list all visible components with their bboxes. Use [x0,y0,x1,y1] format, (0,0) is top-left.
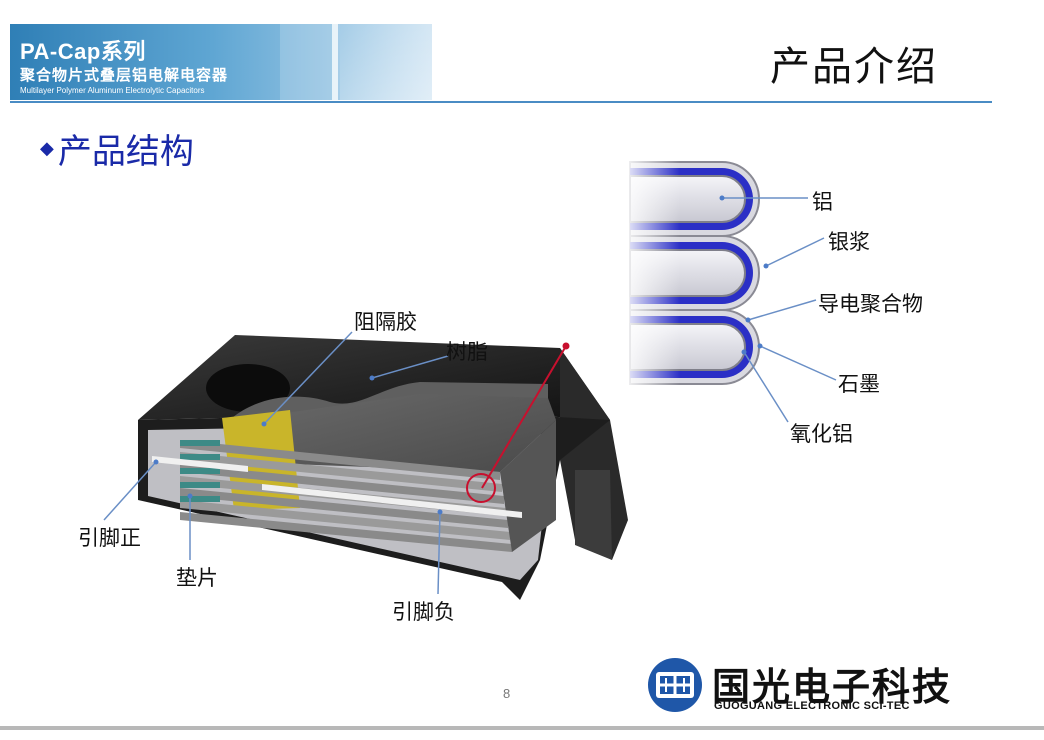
highlight-circle [466,473,496,503]
section-title: ◆ 产品结构 [40,124,194,173]
label-aluminum: 铝 [812,190,833,214]
pointer-dot [562,342,570,350]
company-logo-icon [648,658,702,712]
banner-product-name-en: Multilayer Polymer Aluminum Electrolytic… [20,86,205,95]
banner-decoration-line [332,24,338,100]
pointer-line [481,345,567,489]
stacked-layers [180,420,556,552]
diamond-bullet-icon: ◆ [40,138,54,159]
label-conductive-polymer: 导电聚合物 [818,292,923,316]
label-graphite: 石墨 [838,372,880,396]
footer-divider [0,726,1044,730]
section-title-text: 产品结构 [57,132,194,172]
stack-top [236,394,556,472]
label-resin: 树脂 [446,340,488,364]
banner-decoration [280,24,340,100]
cross-section-leader-lines [722,197,837,423]
lead-negative-wire [262,484,522,518]
lead-positive-wire [152,456,248,472]
label-lead-negative: 引脚负 [392,600,455,624]
body-leader-dots [153,375,443,515]
banner-product-name: 聚合物片式叠层铝电解电容器 [20,66,229,84]
header-divider [10,101,992,103]
banner-decoration-panel [340,24,432,100]
case-right-bevel [575,470,612,560]
resin-band [232,382,548,432]
company-name-cn: 国光电子科技 [712,665,953,709]
header-banner: PA-Cap系列 聚合物片式叠层铝电解电容器 Multilayer Polyme… [10,24,432,100]
page-title: 产品介绍 [770,44,938,90]
body-leader-lines [103,331,449,595]
label-silver-paste: 银浆 [828,230,870,254]
label-barrier-glue: 阻隔胶 [354,310,417,334]
capacitor-body [103,331,628,600]
label-lead-positive: 引脚正 [78,526,141,550]
banner-series-title: PA-Cap系列 [20,39,146,64]
page-number: 8 [503,686,511,701]
cross-section-leader-dots [719,195,769,355]
company-name-en: GUOGUANG ELECTRONIC SCI-TEC [714,700,910,712]
spacer-plates [180,440,220,502]
label-spacer: 垫片 [176,566,218,590]
label-aluminum-oxide: 氧化铝 [790,422,853,446]
layer-cross-section [620,150,837,423]
fade-mask [620,150,680,390]
